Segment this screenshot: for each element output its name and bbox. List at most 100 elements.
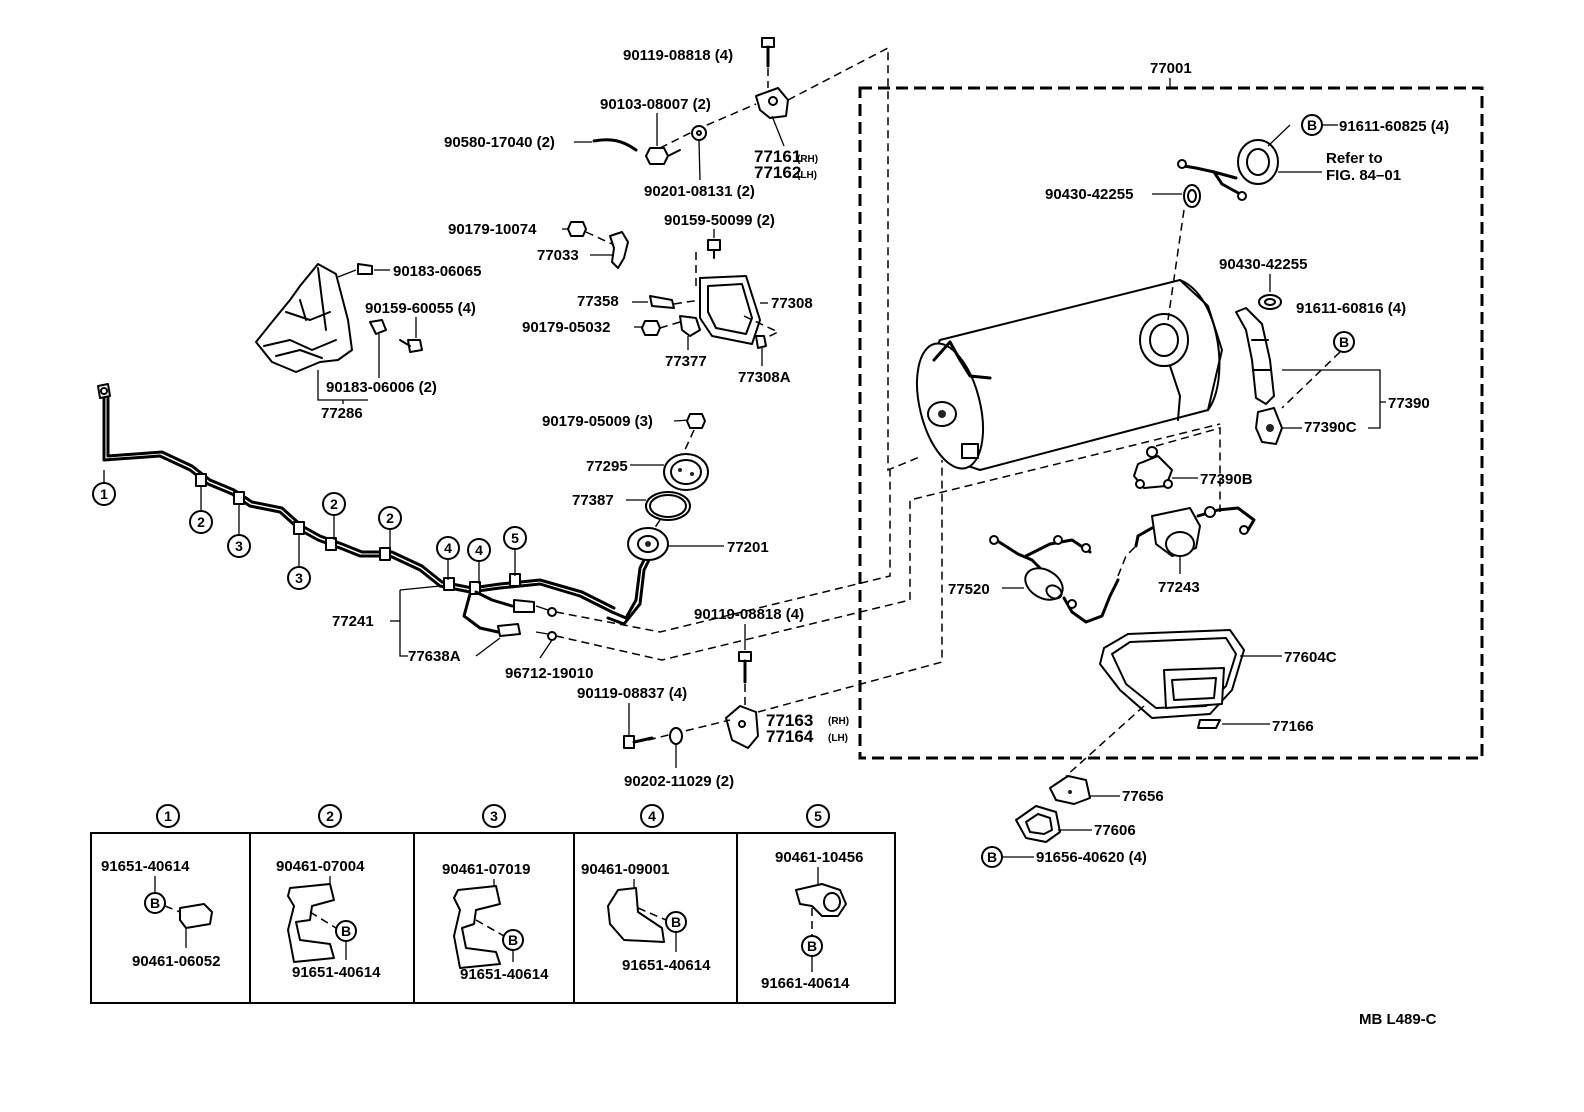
part-96712-19010: 96712-19010: [505, 665, 593, 682]
valve-77243-icon: [1134, 506, 1256, 557]
bolt-b-circle: B: [335, 920, 357, 942]
tank-group: B 91611-60825 (4) Refer to FIG. 84–01 90…: [916, 114, 1449, 777]
svg-text:4: 4: [444, 540, 452, 556]
svg-text:3: 3: [490, 808, 498, 824]
callout-3: 3: [287, 566, 311, 590]
detail-4-bottom-part: 91651-40614: [622, 957, 711, 974]
svg-text:2: 2: [386, 510, 394, 526]
part-90119-08837: 90119-08837 (4): [577, 685, 687, 702]
callout-5: 5: [503, 526, 527, 550]
detail-2-bottom-part: 91651-40614: [292, 964, 381, 981]
fuel-line-group: 1 2 3 3 2 2 4: [92, 383, 1221, 682]
part-77390: 77390: [1388, 395, 1430, 412]
clamp-icon: [233, 491, 245, 505]
clamp-icon: [443, 577, 455, 591]
protector-group: 90183-06065 90159-60055 (4) 90183-06006 …: [255, 263, 481, 422]
callout-4: 4: [436, 536, 460, 560]
detail-3-top-part: 90461-07019: [442, 861, 530, 878]
sender-group: 90179-05009 (3) 77295 77387 77201: [542, 413, 769, 561]
stay-77033-icon: [609, 231, 629, 269]
part-90201-08131: 90201-08131 (2): [644, 183, 755, 200]
fig-ref-label: FIG. 84–01: [1326, 167, 1401, 184]
part-90183-06065: 90183-06065: [393, 263, 481, 280]
detail-header-2: 2: [318, 804, 342, 828]
part-77033: 77033: [537, 247, 579, 264]
part-90580-17040: 90580-17040 (2): [444, 134, 555, 151]
cap-assembly-icon: [1177, 139, 1279, 201]
bolt-icon: [761, 37, 775, 68]
clamp-icon: [469, 581, 481, 595]
detail-header-5: 5: [806, 804, 830, 828]
clamp-icon: [379, 547, 391, 561]
callout-3: 3: [227, 534, 251, 558]
svg-text:B: B: [341, 923, 351, 939]
clamp-90461-06052-icon: [179, 903, 213, 929]
clip-90183-06006-icon: [369, 319, 387, 335]
clip-90183-06065-icon: [357, 263, 373, 275]
svg-text:1: 1: [100, 486, 108, 502]
tank-assembly-box: 77001: [858, 60, 1484, 760]
detail-2-top-part: 90461-07004: [276, 858, 365, 875]
callout-2: 2: [378, 506, 402, 530]
gasket-77387-icon: [645, 491, 691, 521]
part-90159-50099: 90159-50099 (2): [664, 212, 775, 229]
svg-text:B: B: [1339, 334, 1349, 350]
part-90179-10074: 90179-10074: [448, 221, 537, 238]
clamp-icon: [195, 473, 207, 487]
part-90119-08818-mid: 90119-08818 (4): [694, 606, 804, 623]
part-77638A: 77638A: [408, 648, 461, 665]
tank-bracket-group: 90119-08818 (4) 77161 (RH) 77162 (LH) 90…: [444, 37, 923, 472]
part-77377: 77377: [665, 353, 707, 370]
clamp-90461-10456-icon: [795, 883, 847, 917]
bolt-b-circle: B: [801, 935, 823, 957]
nut-icon: [686, 413, 706, 429]
nut-icon: [645, 147, 681, 165]
lower-bracket-group: 90119-08818 (4) 77163 (RH) 77164 (LH) 90…: [577, 460, 943, 790]
filler-pipe-77390-icon: [1235, 307, 1283, 445]
washer-icon: [691, 125, 707, 141]
refer-to-label: Refer to: [1326, 150, 1383, 167]
part-77161-side: (RH): [797, 154, 818, 165]
part-77163: 77163: [766, 711, 813, 730]
svg-text:4: 4: [648, 808, 656, 824]
o-ring-icon: [547, 631, 557, 641]
detail-4-top-part: 90461-09001: [581, 861, 669, 878]
nut-icon: [567, 221, 587, 237]
gasket-77606-icon: [1015, 805, 1061, 843]
part-77161: 77161: [754, 147, 801, 166]
svg-text:5: 5: [814, 808, 822, 824]
part-91611-60825: 91611-60825 (4): [1339, 118, 1449, 135]
part-90159-60055: 90159-60055 (4): [365, 300, 476, 317]
part-90202-11029: 90202-11029 (2): [624, 773, 734, 790]
clip-77377-icon: [679, 315, 701, 337]
fuel-tank-icon: [916, 279, 1223, 471]
part-77162: 77162: [754, 163, 801, 182]
part-77308A: 77308A: [738, 369, 791, 386]
callout-1: 1: [92, 482, 116, 506]
part-77390C: 77390C: [1304, 419, 1357, 436]
svg-text:B: B: [1307, 117, 1317, 133]
clamp-90461-07004-icon: [287, 883, 335, 963]
part-77606: 77606: [1094, 822, 1136, 839]
bolt-b-circle: B: [502, 929, 524, 951]
seal-77358-icon: [649, 295, 675, 309]
part-77163-side: (RH): [828, 716, 849, 727]
screw-icon: [399, 339, 423, 353]
gauge-ring-77295-icon: [663, 453, 709, 491]
detail-header-4: 4: [640, 804, 664, 828]
clip-77166-icon: [1197, 719, 1221, 729]
part-90430-42255-a: 90430-42255: [1045, 186, 1133, 203]
bolt-icon: [738, 651, 752, 684]
fitting-icon: [97, 383, 111, 399]
bolt-b-circle: B: [144, 892, 166, 914]
part-77656: 77656: [1122, 788, 1164, 805]
svg-text:B: B: [508, 932, 518, 948]
detail-1-top-part: 91651-40614: [101, 858, 190, 875]
part-91656-40620: 91656-40620 (4): [1036, 849, 1147, 866]
part-77166: 77166: [1272, 718, 1314, 735]
part-90183-06006: 90183-06006 (2): [326, 379, 437, 396]
stay-and-cover-group: 90179-10074 77033 90159-50099 (2) 77308 …: [448, 212, 813, 386]
part-77604C: 77604C: [1284, 649, 1337, 666]
part-90179-05009: 90179-05009 (3): [542, 413, 653, 430]
